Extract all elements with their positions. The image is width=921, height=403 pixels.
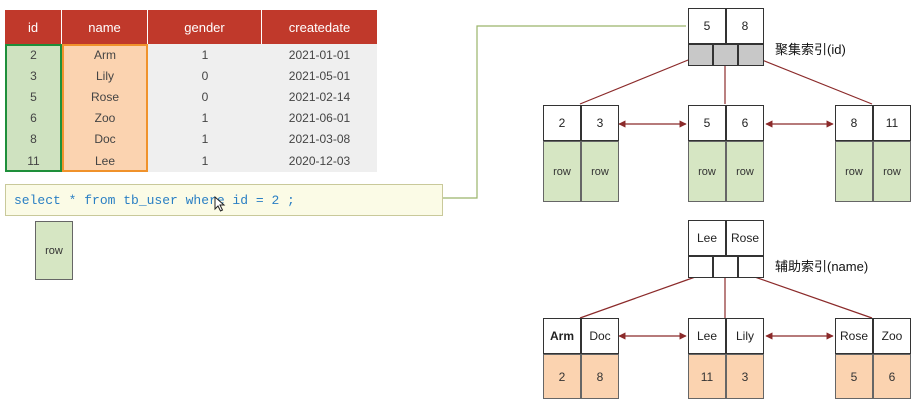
leaf-key: Doc <box>581 318 619 354</box>
secondary-root-pointer <box>688 256 713 278</box>
table-cell-name: Zoo <box>94 110 116 125</box>
table-cell-gender: 0 <box>201 68 209 83</box>
secondary-root-pointer <box>713 256 738 278</box>
header-id: id <box>5 10 62 44</box>
leaf-value: 8 <box>581 354 619 399</box>
leaf-row: row <box>543 141 581 202</box>
secondary-root-key: Rose <box>726 220 764 256</box>
header-gender: gender <box>148 10 262 44</box>
table-cell-id: 6 <box>30 110 37 125</box>
clustered-root-pointer <box>688 44 713 66</box>
leaf-key: 3 <box>581 105 619 141</box>
leaf-row: row <box>835 141 873 202</box>
clustered-root-key: 5 <box>688 8 726 44</box>
leaf-key: 6 <box>726 105 764 141</box>
clustered-index-label: 聚集索引(id) <box>775 42 846 57</box>
leaf-key: 11 <box>873 105 911 141</box>
id-column-highlight <box>5 44 62 172</box>
secondary-root-pointer <box>738 256 764 278</box>
table-cell-gender: 1 <box>201 110 209 125</box>
table-cell-name: Doc <box>94 132 116 146</box>
table-cell-id: 5 <box>30 89 37 104</box>
clustered-branch-left <box>579 55 699 105</box>
table-cell-createdate: 2020-12-03 <box>288 154 351 168</box>
table-cell-createdate: 2021-06-01 <box>288 110 351 125</box>
table-cell-gender: 1 <box>201 154 209 168</box>
table-cell-name: Arm <box>94 47 116 62</box>
leaf-value: 3 <box>726 354 764 399</box>
secondary-branch-left <box>579 275 699 319</box>
table-cell-gender: 1 <box>201 47 209 62</box>
leaf-value: 2 <box>543 354 581 399</box>
clustered-root-key: 8 <box>726 8 764 44</box>
sql-query-box: select * from tb_user where id = 2 ; <box>5 184 443 216</box>
leaf-row: row <box>726 141 764 202</box>
leaf-key: 5 <box>688 105 726 141</box>
leaf-key: Arm <box>543 318 581 354</box>
table-cell-name: Rose <box>90 89 119 104</box>
table-cell-createdate: 2021-03-08 <box>288 132 351 146</box>
secondary-root-key: Lee <box>688 220 726 256</box>
clustered-root-pointer <box>713 44 738 66</box>
leaf-row: row <box>688 141 726 202</box>
query-link-line <box>443 25 686 199</box>
result-row: row <box>35 221 73 280</box>
table-cell-id: 8 <box>30 132 37 146</box>
table-cell-gender: 1 <box>201 132 209 146</box>
table-cell-name: Lee <box>94 154 116 168</box>
table-cell-id: 3 <box>30 68 37 83</box>
name-column-highlight <box>62 44 148 172</box>
table-cell-createdate: 2021-05-01 <box>288 68 351 83</box>
leaf-key: 8 <box>835 105 873 141</box>
leaf-key: Lily <box>726 318 764 354</box>
leaf-key: 2 <box>543 105 581 141</box>
sql-query-text: select * from tb_user where id = 2 ; <box>14 192 295 208</box>
leaf-value: 11 <box>688 354 726 399</box>
leaf-value: 6 <box>873 354 911 399</box>
header-createdate: createdate <box>262 10 377 44</box>
clustered-branch-right <box>751 55 873 105</box>
table-cell-gender: 0 <box>201 89 209 104</box>
leaf-key: Lee <box>688 318 726 354</box>
mouse-cursor-icon <box>214 196 226 212</box>
table-cell-createdate: 2021-01-01 <box>288 47 351 62</box>
leaf-row: row <box>581 141 619 202</box>
table-cell-name: Lily <box>95 68 114 83</box>
header-name: name <box>62 10 148 44</box>
leaf-key: Rose <box>835 318 873 354</box>
leaf-row: row <box>873 141 911 202</box>
secondary-index-label: 辅助索引(name) <box>775 259 869 274</box>
secondary-branch-right <box>751 275 873 319</box>
leaf-value: 5 <box>835 354 873 399</box>
clustered-root-pointer <box>738 44 764 66</box>
leaf-key: Zoo <box>873 318 911 354</box>
table-cell-id: 11 <box>27 154 40 168</box>
table-cell-id: 2 <box>30 47 37 62</box>
table-cell-createdate: 2021-02-14 <box>288 89 351 104</box>
